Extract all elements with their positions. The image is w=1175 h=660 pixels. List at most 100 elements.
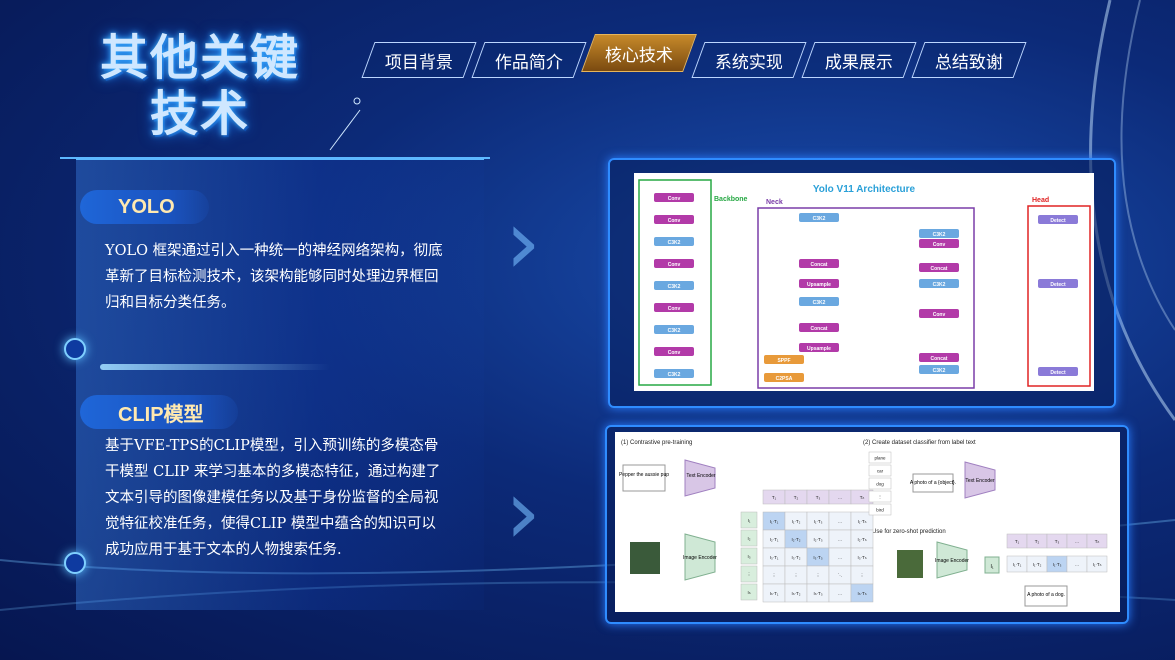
zs-similarity-cell-label: I₁·T₂ [1033, 562, 1042, 567]
image-token-label: I₁ [748, 518, 751, 523]
label-text [868, 477, 892, 490]
similarity-cell-label: I₂·Tₙ [857, 537, 866, 542]
zs-text-token-label: ... [1075, 539, 1079, 544]
yolo-heading: YOLO [80, 190, 209, 224]
neck-block [799, 343, 839, 352]
tab-project-background[interactable]: 项目背景 [361, 42, 477, 78]
similarity-cell-label: Iₙ·T₃ [813, 591, 822, 596]
backbone-label: Backbone [714, 196, 748, 203]
backbone-block [654, 281, 694, 290]
text-token-label: Tₙ [860, 495, 865, 500]
page-title-line2: 技术 [150, 86, 251, 142]
similarity-cell-label: I₁·T₂ [792, 519, 801, 524]
backbone-block-label: C3K2 [668, 372, 681, 378]
page-title: 其他关键 技术 [100, 30, 340, 142]
label-text [868, 503, 892, 516]
neck-right-block [919, 353, 959, 362]
similarity-cell [850, 583, 874, 603]
zs-similarity-cell-label: I₁·Tₙ [1093, 562, 1102, 567]
zs-similarity-cell [1086, 555, 1108, 573]
zs-text-token-label: T₂ [1035, 539, 1040, 544]
neck-right-block-label: C3K2 [933, 282, 946, 288]
zs-similarity-cell-label: I₁·T₁ [1013, 562, 1022, 567]
backbone-block [654, 303, 694, 312]
similarity-cell-label: I₂·T₃ [813, 537, 822, 542]
label-text-label: dog [876, 482, 884, 487]
similarity-cell-label: ... [838, 519, 842, 524]
backbone-block-label: C3K2 [668, 284, 681, 290]
backbone-block [654, 215, 694, 224]
text-token-label: T₃ [816, 495, 821, 500]
head-block-label: Detect [1050, 282, 1066, 288]
head-block-label: Detect [1050, 370, 1066, 376]
yolo-description: YOLO 框架通过引入一种统一的神经网络架构，彻底革新了目标检测技术，该架构能够… [105, 243, 443, 311]
tab-results[interactable]: 成果展示 [801, 42, 917, 78]
neck-block-label: SPPF [777, 358, 790, 364]
top-nav: 项目背景 作品简介 核心技术 系统实现 成果展示 总结致谢 [361, 34, 1027, 78]
backbone-block [654, 369, 694, 378]
similarity-cell-label: Iₙ·T₂ [791, 591, 800, 596]
neck-block-label: Upsample [807, 282, 831, 288]
similarity-cell-label: ... [838, 537, 842, 542]
similarity-cell-label: I₁·Tₙ [858, 519, 867, 524]
text-token-label: T₂ [794, 495, 799, 500]
neck-right-block [919, 263, 959, 272]
neck-block-label: C2PSA [776, 376, 793, 382]
zs-text-token-label: T₁ [1015, 539, 1020, 544]
neck-right-block-label: Concat [931, 266, 948, 272]
tab-work-intro[interactable]: 作品简介 [471, 42, 587, 78]
image-token-label: Iₙ [747, 590, 750, 595]
tab-summary[interactable]: 总结致谢 [911, 42, 1027, 78]
zs-similarity-cell-label: ... [1075, 562, 1079, 567]
neck-block-label: C3K2 [813, 216, 826, 222]
chevron-right-icon: › [505, 460, 541, 565]
neck-right-block-label: Conv [933, 242, 946, 248]
chevron-right-icon: › [505, 190, 541, 295]
neck-right-block-label: Conv [933, 312, 946, 318]
clip-panel1-title: (1) Contrastive pre-training [621, 440, 692, 446]
tab-system-impl[interactable]: 系统实现 [691, 42, 807, 78]
head-label: Head [1032, 197, 1049, 204]
label-text [868, 490, 892, 503]
label-text-label: car [877, 469, 884, 474]
backbone-block [654, 193, 694, 202]
neck-block-label: Concat [811, 262, 828, 268]
bullet-dot-1 [64, 338, 86, 360]
backbone-block [654, 237, 694, 246]
tab-core-tech[interactable]: 核心技术 [581, 34, 697, 72]
neck-right-block [919, 279, 959, 288]
label-text [868, 451, 892, 464]
glow-streak [100, 364, 330, 370]
label-text-label: bird [876, 508, 884, 513]
clip-heading: CLIP模型 [80, 395, 238, 429]
neck-block [799, 213, 839, 222]
similarity-cell-label: I₂·T₁ [770, 537, 779, 542]
similarity-cell-label: I₃·T₃ [813, 555, 822, 560]
page-title-line1: 其他关键 [100, 30, 301, 86]
clip-panel2-title: (2) Create dataset classifier from label… [863, 440, 976, 446]
similarity-cell-label: ⋮ [794, 573, 799, 578]
head-block [1038, 367, 1078, 376]
neck-right-block [919, 239, 959, 248]
image-token-label: I₂ [748, 536, 751, 541]
neck-block [799, 323, 839, 332]
image-token-label: ⋮ [747, 572, 752, 577]
similarity-cell-label: Iₙ·T₁ [770, 591, 779, 596]
neck-right-block-label: C3K2 [933, 368, 946, 374]
similarity-cell-label: I₂·T₂ [792, 537, 801, 542]
zs-text-token-label: Tₙ [1095, 539, 1100, 544]
image-token [740, 547, 758, 565]
image-token-label: I₃ [747, 554, 750, 559]
clip-panel3-title: (3) Use for zero-shot prediction [863, 529, 946, 535]
clip-image-encoder-label: Image Encoder [683, 555, 717, 561]
yolo-diagram: Yolo V11 Architecture Backbone Neck Head… [638, 179, 1091, 389]
backbone-block-label: Conv [668, 218, 681, 224]
neck-block [764, 373, 804, 382]
zs-text-token-label: T₃ [1055, 539, 1060, 544]
zs-similarity-cell-label: I₁·T₃ [1053, 562, 1062, 567]
similarity-cell-label: I₃·Tₙ [857, 555, 866, 560]
clip-text-encoder-label-2: Text Encoder [965, 478, 995, 484]
similarity-cell-label: I₃·T₂ [791, 555, 800, 560]
neck-right-block-label: C3K2 [933, 232, 946, 238]
similarity-cell-label: I₁·T₃ [814, 519, 823, 524]
